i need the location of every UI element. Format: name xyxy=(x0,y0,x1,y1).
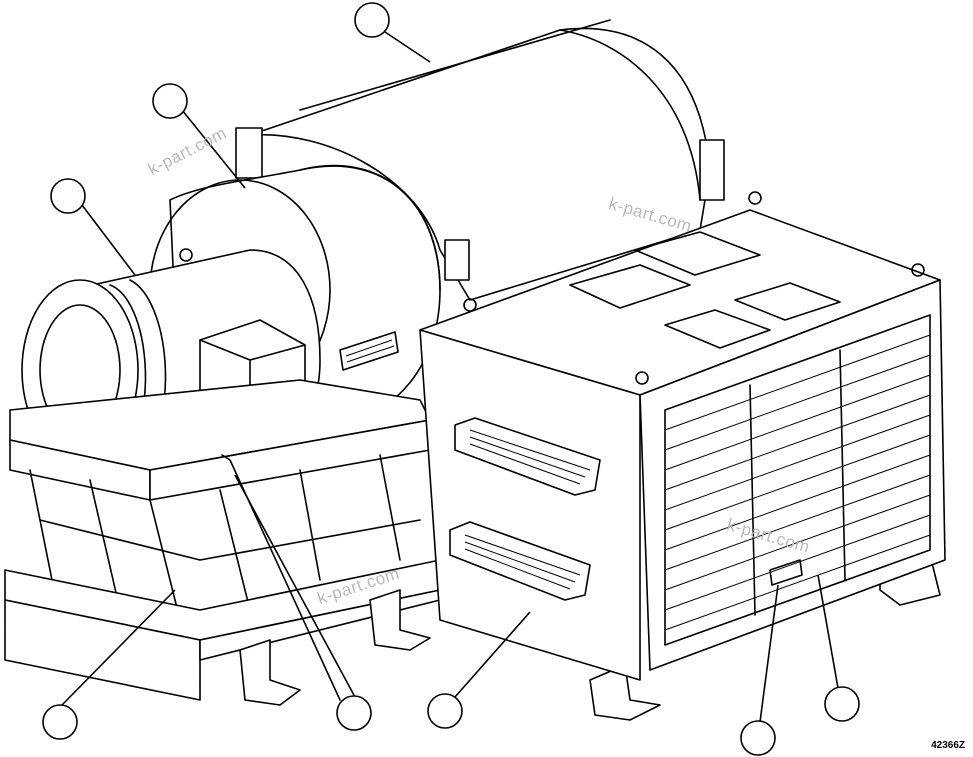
document-code: 42366Z xyxy=(931,740,965,751)
base-frame xyxy=(4,379,441,701)
callout-balloon xyxy=(152,83,188,119)
vent-grille xyxy=(339,331,399,371)
callout-balloon xyxy=(354,2,390,38)
callout-balloon xyxy=(336,695,372,731)
callout-balloon xyxy=(740,720,776,756)
cooler-side-panel xyxy=(449,417,601,601)
callout-balloon xyxy=(427,693,463,729)
callout-leaders xyxy=(61,31,839,723)
callout-balloons xyxy=(42,2,860,756)
compressor-housing xyxy=(235,19,725,301)
callout-balloon xyxy=(824,686,860,722)
callout-balloon xyxy=(42,704,78,740)
mounting-bracket xyxy=(221,454,941,721)
cooler-louvers xyxy=(664,314,931,646)
cooler-drain xyxy=(769,559,803,586)
callout-balloon xyxy=(50,178,86,214)
